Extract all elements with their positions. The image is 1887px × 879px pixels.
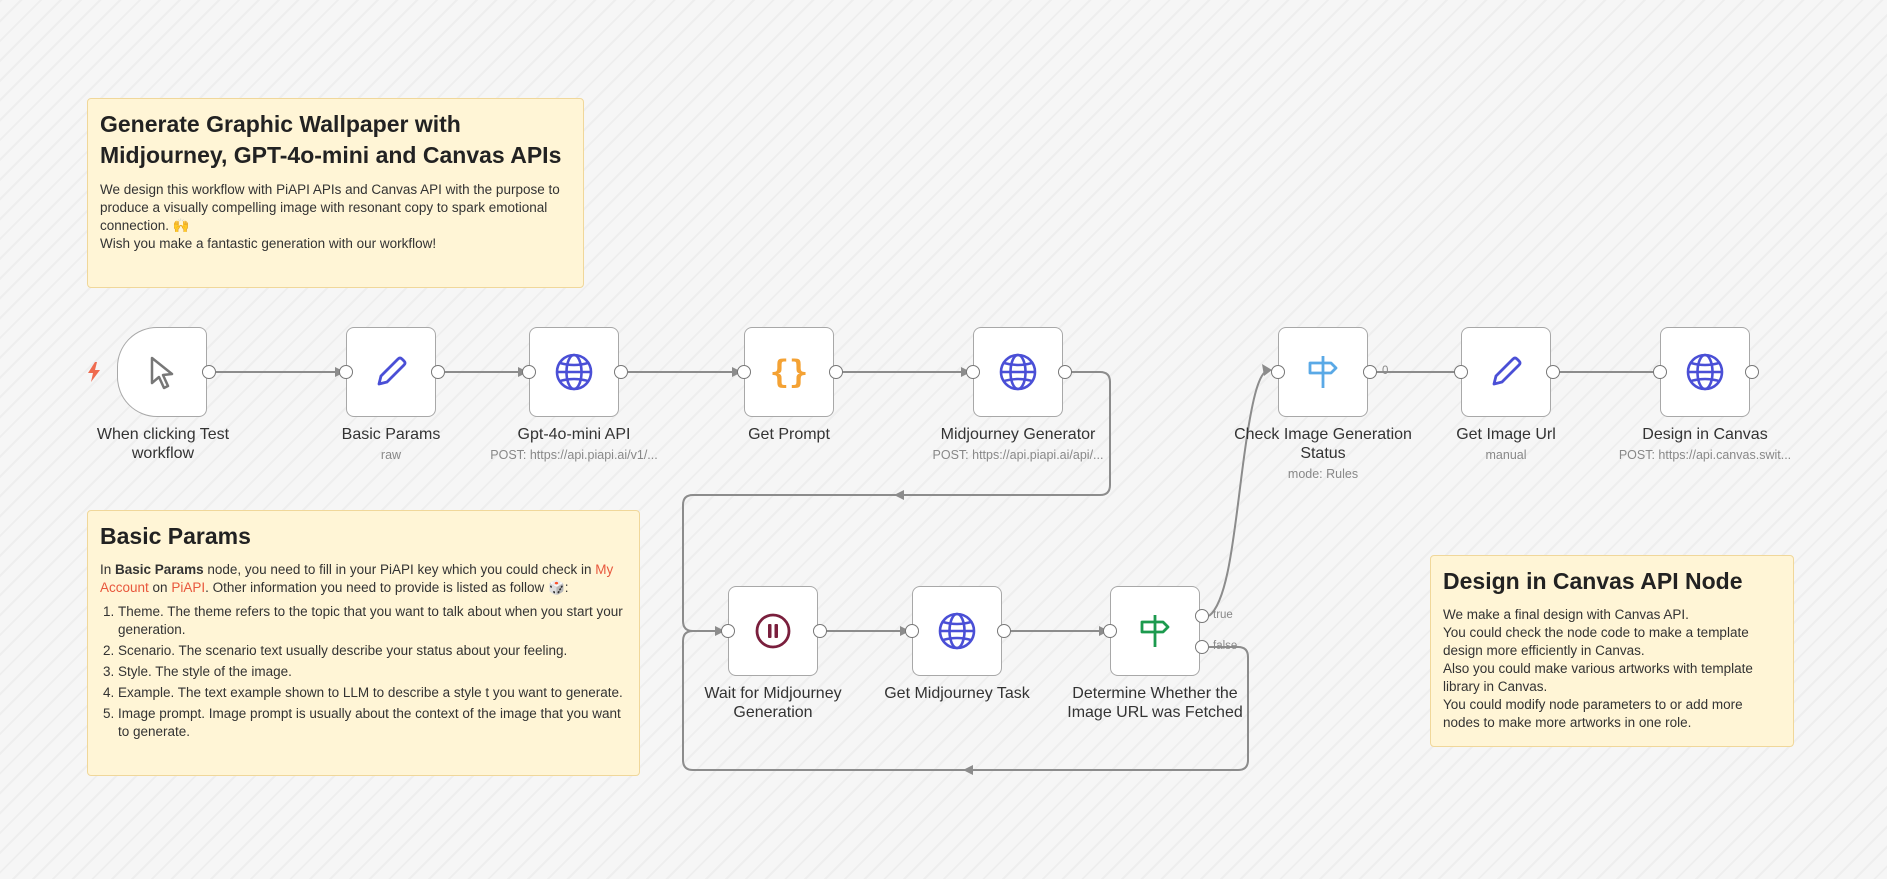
globe-icon [938, 612, 976, 650]
node-basic-params[interactable] [346, 327, 436, 417]
node-title: Wait for Midjourney Generation [704, 685, 842, 721]
input-handle[interactable] [905, 624, 919, 638]
node-title: Design in Canvas [1642, 426, 1768, 443]
sticky-intro-line2: Wish you make a fantastic generation wit… [100, 236, 437, 251]
output-handle[interactable] [1546, 365, 1560, 379]
output-handle-false[interactable] [1195, 640, 1209, 654]
list-item: Style. The style of the image. [118, 663, 627, 681]
node-get-image-url[interactable] [1461, 327, 1551, 417]
input-handle[interactable] [1653, 365, 1667, 379]
input-handle[interactable] [339, 365, 353, 379]
edge-output-label: 0 [1382, 365, 1389, 377]
sticky-basic-title: Basic Params [100, 523, 251, 549]
sticky-canvas-line: You could check the node code to make a … [1443, 625, 1749, 658]
node-title: Midjourney Generator [940, 426, 1096, 443]
node-subtitle: POST: https://api.piapi.ai/api/... [932, 448, 1104, 462]
pencil-icon [377, 356, 407, 386]
input-handle[interactable] [1271, 365, 1285, 379]
input-handle[interactable] [1103, 624, 1117, 638]
input-handle[interactable] [721, 624, 735, 638]
output-handle[interactable] [614, 365, 628, 379]
my-account-link[interactable]: My Account [100, 562, 614, 595]
input-handle[interactable] [522, 365, 536, 379]
cursor-icon [150, 356, 174, 390]
node-determine-image-url-fetched[interactable] [1110, 586, 1200, 676]
signpost-icon [1140, 615, 1170, 647]
svg-text:{}: {} [770, 353, 809, 391]
sticky-canvas-line: You could modify node parameters to or a… [1443, 697, 1743, 730]
node-midjourney-generator[interactable] [973, 327, 1063, 417]
lightning-bolt-icon [88, 362, 100, 382]
output-handle[interactable] [1363, 365, 1377, 379]
sticky-canvas-line: Also you could make various artworks wit… [1443, 661, 1753, 694]
output-label-true: true [1213, 609, 1233, 621]
sticky-intro-title: Generate Graphic Wallpaper with Midjourn… [100, 111, 562, 168]
output-handle[interactable] [431, 365, 445, 379]
node-get-prompt[interactable]: {} [744, 327, 834, 417]
output-handle-true[interactable] [1195, 609, 1209, 623]
node-gpt-4o-mini-api[interactable] [529, 327, 619, 417]
params-list: Theme. The theme refers to the topic tha… [100, 603, 627, 741]
list-item: Theme. The theme refers to the topic tha… [118, 603, 627, 639]
input-handle[interactable] [737, 365, 751, 379]
node-trigger[interactable] [117, 327, 207, 417]
edge-determine-false-loop [682, 630, 1249, 771]
output-handle[interactable] [1058, 365, 1072, 379]
pencil-icon [1492, 356, 1522, 386]
globe-icon [999, 353, 1037, 391]
sticky-basic-params[interactable]: Basic Params In Basic Params node, you n… [87, 510, 640, 776]
text: In [100, 562, 116, 577]
output-handle[interactable] [1745, 365, 1759, 379]
list-item: Scenario. The scenario text usually desc… [118, 642, 627, 660]
sticky-intro[interactable]: Generate Graphic Wallpaper with Midjourn… [87, 98, 584, 288]
node-subtitle: POST: https://api.canvas.swit... [1618, 448, 1792, 462]
node-title: Get Image Url [1456, 426, 1556, 443]
bold-text: Basic Params [115, 562, 204, 577]
node-subtitle: raw [380, 448, 402, 462]
pause-icon [755, 613, 791, 649]
output-label-false: false [1213, 640, 1238, 652]
arrowhead [1262, 364, 1272, 376]
node-title: Check Image Generation Status [1234, 426, 1412, 462]
sticky-canvas-title: Design in Canvas API Node [1443, 568, 1743, 594]
node-subtitle: manual [1485, 448, 1527, 462]
node-get-midjourney-task[interactable] [912, 586, 1002, 676]
arrowhead [715, 626, 725, 636]
output-handle[interactable] [829, 365, 843, 379]
text: . Other information you need to provide … [205, 580, 569, 595]
node-title: When clicking Test workflow [96, 426, 230, 462]
text: node, you need to fill in your PiAPI key… [203, 562, 596, 577]
globe-icon [555, 353, 593, 391]
arrowhead [894, 490, 904, 500]
node-design-in-canvas[interactable] [1660, 327, 1750, 417]
node-title: Gpt-4o-mini API [517, 426, 631, 443]
node-check-image-generation-status[interactable] [1278, 327, 1368, 417]
node-subtitle: POST: https://api.piapi.ai/v1/... [490, 448, 658, 462]
input-handle[interactable] [1454, 365, 1468, 379]
arrowhead [963, 765, 973, 775]
signpost-icon [1308, 356, 1338, 388]
list-item: Image prompt. Image prompt is usually ab… [118, 705, 627, 741]
text: on [148, 580, 172, 595]
edge-determine-check [1208, 371, 1266, 617]
list-item: Example. The text example shown to LLM t… [118, 684, 627, 702]
braces-icon: {} [770, 353, 809, 391]
sticky-canvas-line: We make a final design with Canvas API. [1443, 607, 1689, 622]
node-title: Get Midjourney Task [884, 685, 1030, 702]
sticky-intro-line1: We design this workflow with PiAPI APIs … [100, 182, 560, 233]
globe-icon [1686, 353, 1724, 391]
sticky-canvas[interactable]: Design in Canvas API Node We make a fina… [1430, 555, 1794, 747]
node-subtitle: mode: Rules [1287, 467, 1359, 481]
sticky-basic-intro: In Basic Params node, you need to fill i… [100, 561, 627, 597]
piapi-link[interactable]: PiAPI [171, 580, 206, 595]
node-wait-for-midjourney[interactable] [728, 586, 818, 676]
input-handle[interactable] [966, 365, 980, 379]
node-title: Get Prompt [748, 426, 830, 443]
node-title: Determine Whether the Image URL was Fetc… [1067, 685, 1243, 721]
node-title: Basic Params [341, 426, 441, 443]
output-handle[interactable] [997, 624, 1011, 638]
output-handle[interactable] [202, 365, 216, 379]
output-handle[interactable] [813, 624, 827, 638]
